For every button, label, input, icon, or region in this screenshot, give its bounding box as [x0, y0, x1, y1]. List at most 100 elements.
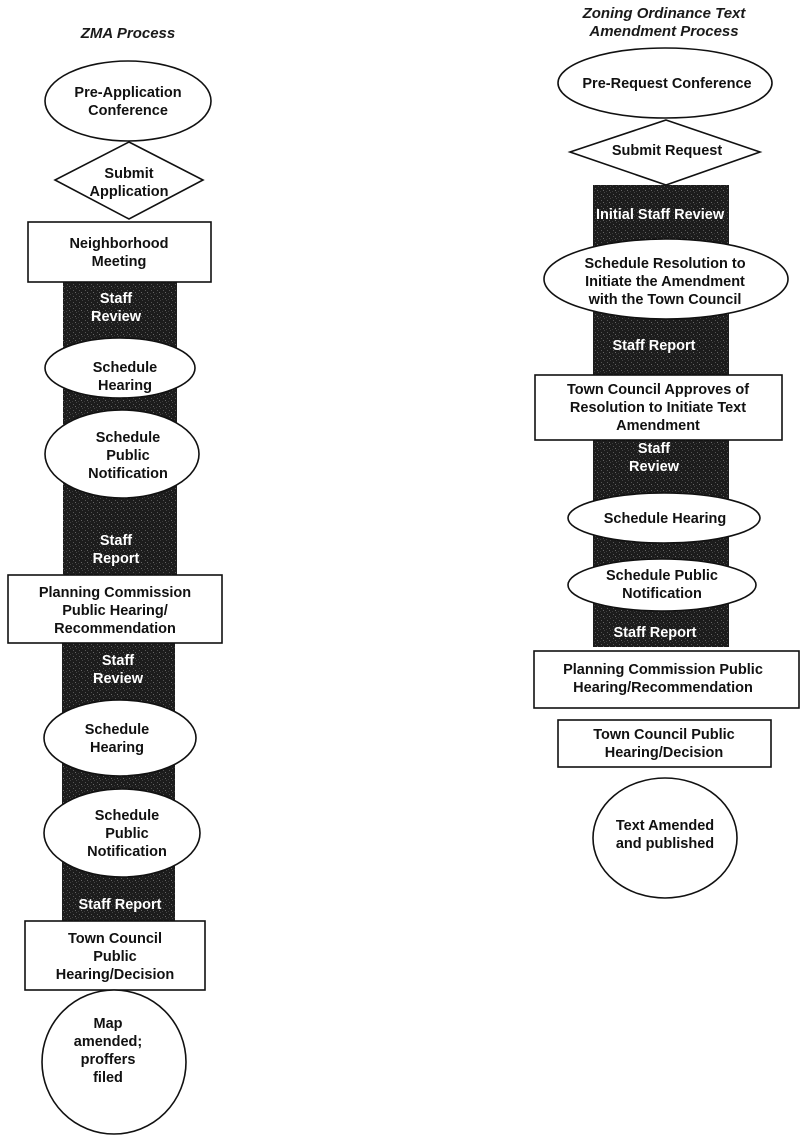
text-line: Planning Commission — [39, 585, 191, 601]
text-line: Hearing — [98, 378, 152, 394]
text-line: Staff — [100, 533, 132, 549]
text-line: Submit — [104, 166, 153, 182]
ta-schedule-hearing-node: Schedule Hearing — [567, 492, 761, 544]
text-line: Schedule — [96, 430, 160, 446]
text-line: Review — [629, 459, 680, 475]
text-line: Amendment — [616, 418, 700, 434]
text-line: Public Hearing/ — [62, 603, 168, 619]
text-line: filed — [93, 1070, 123, 1086]
text-line: Hearing — [90, 740, 144, 756]
text-line: Staff Report — [613, 338, 696, 354]
text-line: Public — [106, 448, 150, 464]
text-line: amended; — [74, 1034, 143, 1050]
text-line: Town Council — [68, 931, 162, 947]
svg-text:Submit Request: Submit Request — [612, 143, 723, 159]
svg-text:Pre-Request Conference: Pre-Request Conference — [582, 76, 751, 92]
text-line: Recommendation — [54, 621, 176, 637]
text-line: Town Council Public — [593, 727, 735, 743]
svg-text:Schedule Hearing: Schedule Hearing — [604, 511, 726, 527]
text-line: Notification — [622, 586, 702, 602]
text-line: Review — [93, 671, 144, 687]
text-line: Neighborhood — [69, 236, 168, 252]
text-line: Public — [105, 826, 149, 842]
zma-staff-report-2-label: Staff Report — [79, 897, 162, 913]
text-line: Staff — [100, 291, 132, 307]
zma-map-amended-node: Map amended; proffers filed — [41, 989, 187, 1135]
text-line: Town Council Approves of — [567, 382, 749, 398]
text-line: Pre-Request Conference — [582, 76, 751, 92]
text-line: Submit Request — [612, 143, 723, 159]
text-line: Hearing/Decision — [605, 745, 723, 761]
ta-pre-request-node: Pre-Request Conference — [557, 47, 773, 119]
text-line: Schedule Resolution to — [584, 256, 745, 272]
text-line: Schedule Hearing — [604, 511, 726, 527]
text-line: proffers — [81, 1052, 136, 1068]
ta-submit-request-node: Submit Request — [567, 119, 763, 186]
text-line: Map — [94, 1016, 123, 1032]
zma-title: ZMA Process — [80, 25, 175, 42]
text-line: Amendment Process — [588, 23, 738, 40]
text-line: Text Amended — [616, 818, 714, 834]
text-line: Schedule — [95, 808, 159, 824]
text-line: Hearing/Recommendation — [573, 680, 753, 696]
ta-initial-staff-review-label: Initial Staff Review — [596, 207, 725, 223]
text-line: Initiate the Amendment — [585, 274, 745, 290]
ta-staff-report-2-label: Staff Report — [614, 625, 697, 641]
text-line: Staff — [638, 441, 670, 457]
text-line: Notification — [87, 844, 167, 860]
text-line: Application — [90, 184, 169, 200]
text-line: Initial Staff Review — [596, 207, 725, 223]
ta-staff-report-1-label: Staff Report — [613, 338, 696, 354]
ta-council-approves-node: Town Council Approves of Resolution to In… — [534, 374, 783, 441]
text-line: Meeting — [92, 254, 147, 270]
ta-schedule-resolution-node: Schedule Resolution to Initiate the Amend… — [543, 238, 789, 320]
text-line: Pre-Application — [74, 85, 181, 101]
text-line: Zoning Ordinance Text — [582, 5, 747, 22]
text-line: Schedule Public — [606, 568, 718, 584]
text-line: Staff Report — [79, 897, 162, 913]
text-line: Report — [93, 551, 140, 567]
text-line: with the Town Council — [588, 292, 742, 308]
text-line: Resolution to Initiate Text — [570, 400, 746, 416]
text-line: Conference — [88, 103, 168, 119]
text-line: Planning Commission Public — [563, 662, 763, 678]
text-line: Schedule — [85, 722, 149, 738]
text-line: Staff — [102, 653, 134, 669]
text-line: Review — [91, 309, 142, 325]
ta-initial-staff-review-clip: Initial Staff Review — [596, 207, 725, 223]
